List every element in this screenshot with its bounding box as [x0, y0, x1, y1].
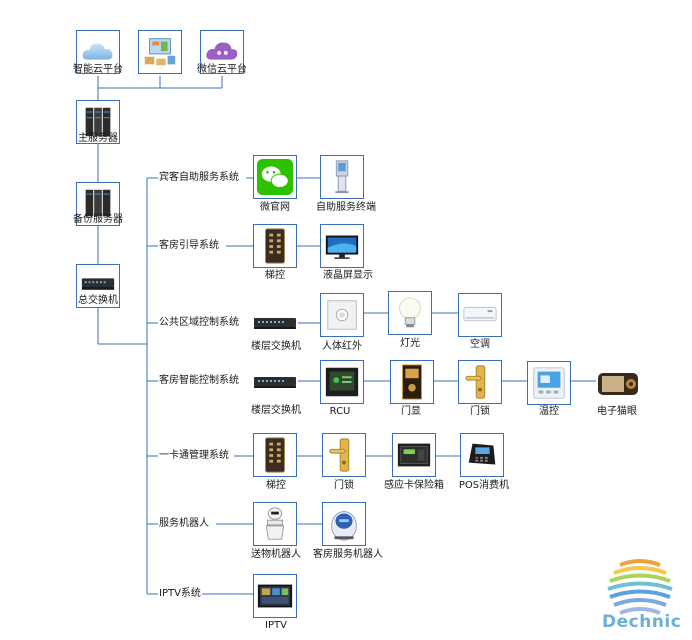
- system-room-guidance: 客房引导系统: [159, 240, 219, 251]
- device-label: 门锁: [470, 406, 490, 417]
- system-guest-self-service: 宾客自助服务系统: [159, 172, 239, 183]
- door-lock-icon: [458, 360, 502, 404]
- device-label: 楼层交换机: [251, 405, 301, 416]
- air-conditioner-icon: [458, 293, 502, 337]
- lcd-display-icon: [320, 224, 364, 268]
- floor-switch-icon: [253, 374, 297, 390]
- device-label: 楼层交换机: [251, 341, 301, 352]
- system-iptv: IPTV系统: [159, 588, 201, 599]
- device-label: IPTV: [265, 620, 287, 631]
- iptv-screen-icon: [253, 574, 297, 618]
- platform-dashboard-icon: [138, 30, 182, 74]
- floor-switch-icon: [253, 315, 297, 331]
- wechat-icon: [253, 155, 297, 199]
- pir-sensor-icon: [320, 293, 364, 337]
- core-switch-icon: [76, 264, 120, 308]
- rcu-controller-icon: [320, 360, 364, 404]
- device-label: 液晶屏显示: [323, 270, 373, 281]
- elevator-control-icon: [253, 224, 297, 268]
- pos-terminal-icon: [460, 433, 504, 477]
- safe-box-icon: [392, 433, 436, 477]
- dechnic-logo: [607, 559, 673, 615]
- wechat-cloud-icon: [200, 30, 244, 74]
- device-label: 自助服务终端: [316, 202, 376, 213]
- device-label: 客房服务机器人: [313, 549, 383, 560]
- device-label: RCU: [329, 406, 351, 417]
- device-label: 门显: [401, 406, 421, 417]
- device-label: 温控: [539, 406, 559, 417]
- device-label: 微官网: [260, 202, 290, 213]
- device-label: 门锁: [334, 480, 354, 491]
- elevator-control-icon: [253, 433, 297, 477]
- backup-server-label: 备份服务器: [73, 214, 123, 225]
- device-label: 感应卡保险箱: [384, 480, 444, 491]
- device-label: 梯控: [265, 270, 285, 281]
- cloud-smart-label: 智能云平台: [73, 64, 123, 75]
- device-label: 送物机器人: [251, 549, 301, 560]
- device-label: POS消费机: [458, 480, 510, 491]
- kiosk-icon: [320, 155, 364, 199]
- device-label: 空调: [470, 339, 490, 350]
- door-lock-icon: [322, 433, 366, 477]
- core-switch-label: 总交换机: [78, 295, 118, 306]
- backup-server-icon: [76, 182, 120, 226]
- main-server-label: 主服务器: [78, 133, 118, 144]
- thermostat-icon: [527, 361, 571, 405]
- device-label: 电子猫眼: [597, 406, 637, 417]
- device-label: 梯控: [266, 480, 286, 491]
- main-server-icon: [76, 100, 120, 144]
- system-public-area-control: 公共区域控制系统: [159, 317, 239, 328]
- light-bulb-icon: [388, 291, 432, 335]
- cloud-platform-icon: [76, 30, 120, 74]
- delivery-robot-icon: [253, 502, 297, 546]
- device-label: 灯光: [400, 338, 420, 349]
- system-all-in-one-card: 一卡通管理系统: [159, 450, 229, 461]
- device-label: 人体红外: [322, 341, 362, 352]
- brand-name: Dechnic: [602, 612, 682, 632]
- room-service-robot-icon: [322, 502, 366, 546]
- cloud-wechat-label: 微信云平台: [197, 64, 247, 75]
- system-service-robot: 服务机器人: [159, 518, 209, 529]
- door-display-icon: [390, 360, 434, 404]
- door-viewer-icon: [596, 370, 640, 398]
- system-room-smart-control: 客房智能控制系统: [159, 375, 239, 386]
